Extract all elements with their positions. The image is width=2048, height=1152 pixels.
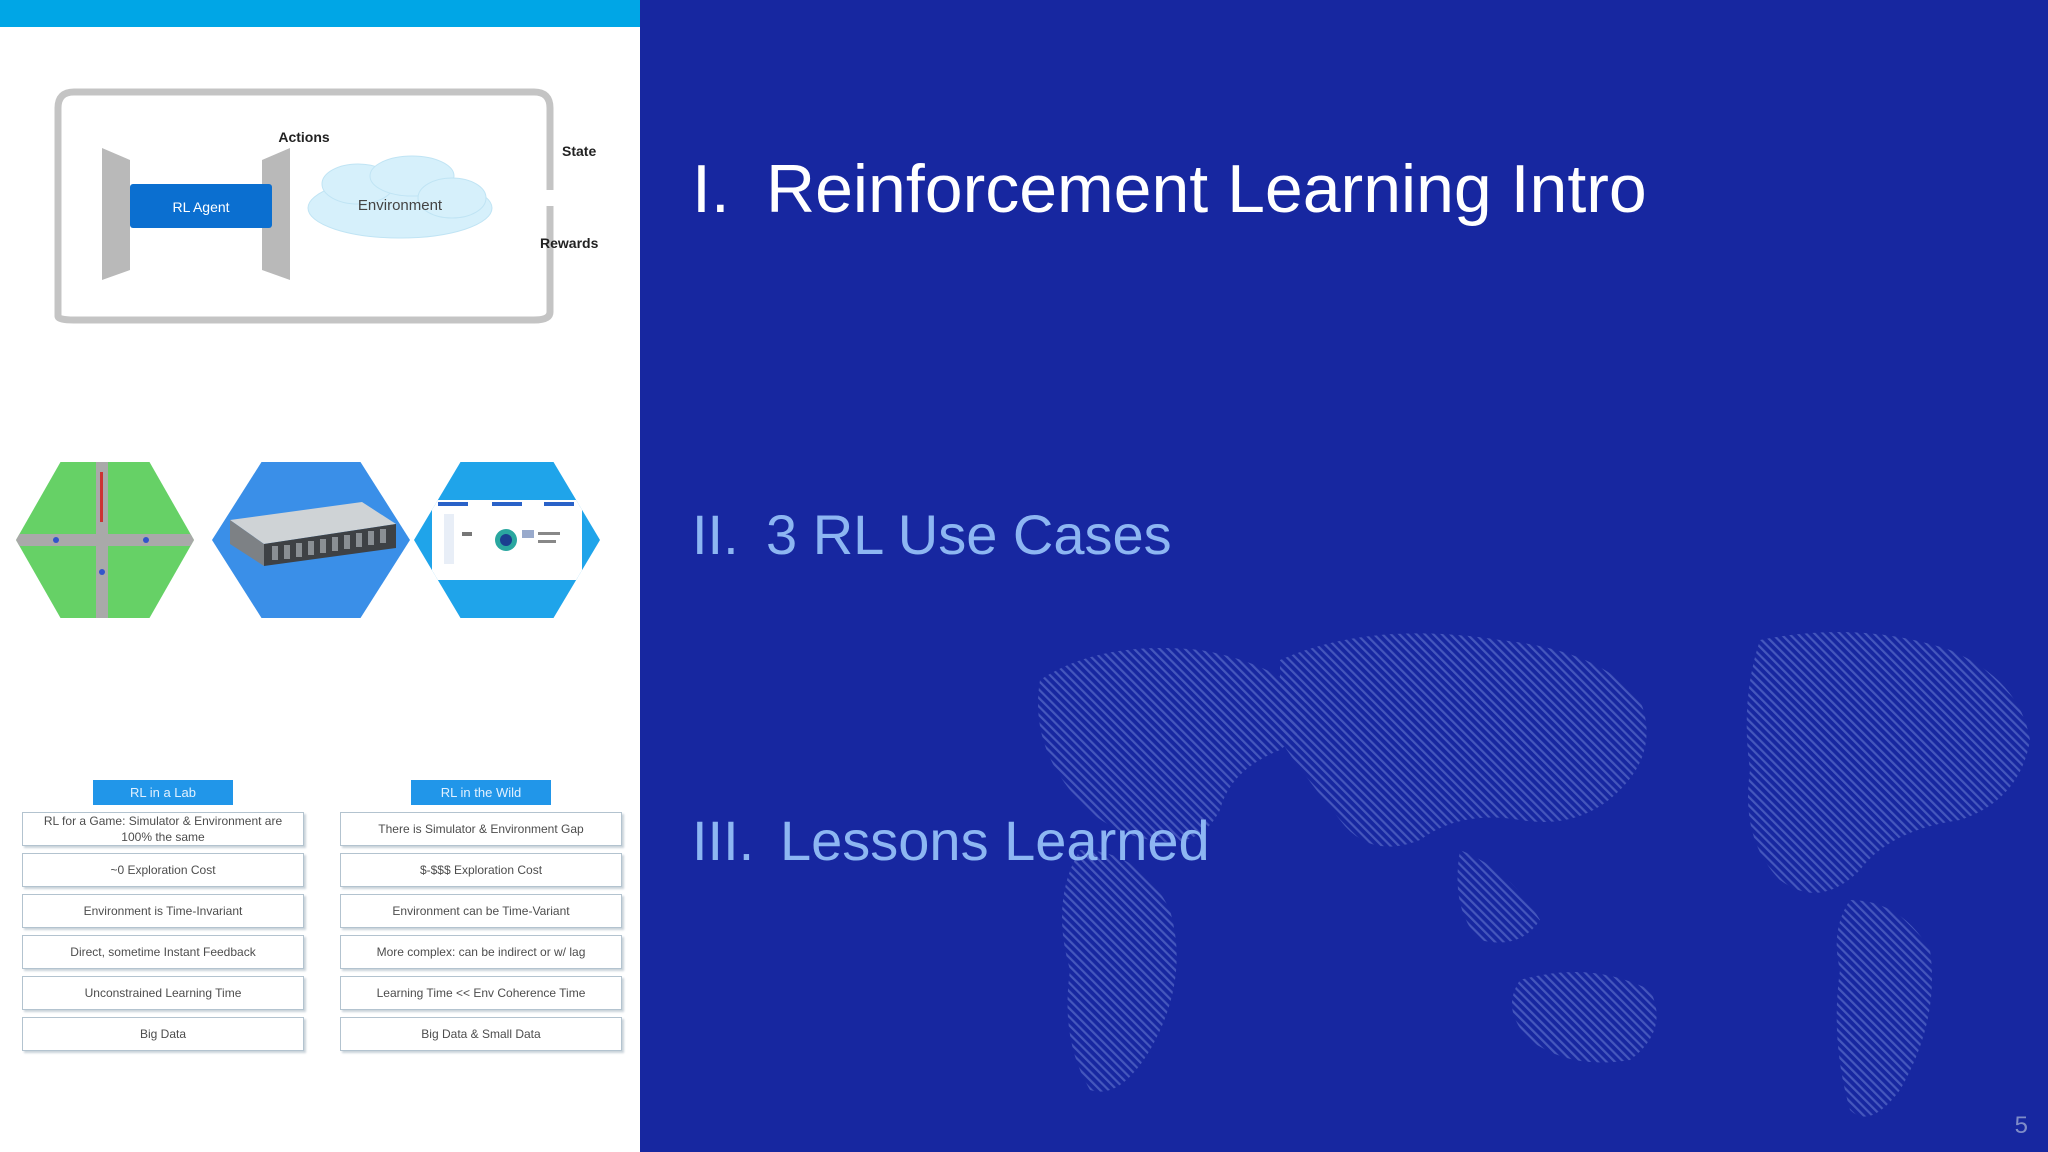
lab-row: Unconstrained Learning Time: [22, 976, 304, 1010]
rl-agent-label: RL Agent: [172, 199, 229, 215]
rl-in-wild-header: RL in the Wild: [411, 780, 551, 805]
agenda-item-rl-intro: I. Reinforcement Learning Intro: [692, 150, 1647, 228]
right-panel: I. Reinforcement Learning Intro II. 3 RL U…: [640, 0, 2048, 1152]
lab-row: ~0 Exploration Cost: [22, 853, 304, 887]
wild-row: Big Data & Small Data: [340, 1017, 622, 1051]
agenda-text: 3 RL Use Cases: [766, 503, 1172, 566]
traffic-intersection-image: [16, 462, 194, 618]
agenda-numeral: II.: [692, 503, 739, 566]
rl-loop-diagram: RL Agent Environment Actions State Rewar…: [54, 88, 599, 324]
state-label: State: [562, 143, 596, 159]
wild-row: There is Simulator & Environment Gap: [340, 812, 622, 846]
rl-agent-box: [130, 184, 272, 228]
lab-row: RL for a Game: Simulator & Environment a…: [22, 812, 304, 846]
wild-row: Environment can be Time-Variant: [340, 894, 622, 928]
slide-number: 5: [2014, 1112, 2028, 1139]
wild-row: Learning Time << Env Coherence Time: [340, 976, 622, 1010]
agenda-text: Lessons Learned: [780, 809, 1210, 872]
wild-row: More complex: can be indirect or w/ lag: [340, 935, 622, 969]
rewards-label: Rewards: [540, 235, 599, 251]
server-rack-image: [212, 462, 410, 618]
agenda-text: Reinforcement Learning Intro: [766, 151, 1647, 227]
rl-in-lab-header: RL in a Lab: [93, 780, 233, 805]
agenda-numeral: III.: [692, 809, 755, 872]
dashboard-screenshot-image: [414, 462, 600, 618]
use-case-images: [16, 462, 606, 618]
top-accent-bar: [0, 0, 640, 27]
agenda-numeral: I.: [692, 151, 730, 227]
lab-row: Direct, sometime Instant Feedback: [22, 935, 304, 969]
wild-row: $-$$$ Exploration Cost: [340, 853, 622, 887]
world-map-background: [1038, 632, 2030, 1117]
left-panel: RL Agent Environment Actions State Rewar…: [0, 0, 640, 1152]
lab-row: Big Data: [22, 1017, 304, 1051]
agenda-item-lessons-learned: III. Lessons Learned: [692, 808, 1210, 873]
lab-vs-wild-comparison: RL in a Lab RL for a Game: Simulator & E…: [22, 780, 622, 1070]
actions-label: Actions: [278, 129, 330, 145]
agenda-item-use-cases: II. 3 RL Use Cases: [692, 502, 1172, 567]
lab-row: Environment is Time-Invariant: [22, 894, 304, 928]
environment-label: Environment: [358, 197, 443, 214]
rl-in-lab-column: RL in a Lab RL for a Game: Simulator & E…: [22, 780, 304, 1051]
environment-cloud: [307, 155, 493, 239]
rl-in-wild-column: RL in the Wild There is Simulator & Envi…: [340, 780, 622, 1051]
